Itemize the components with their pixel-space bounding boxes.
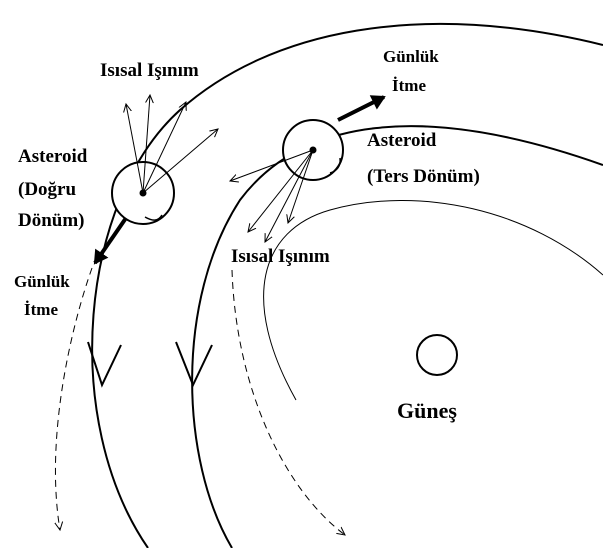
prograde-drift-path: [55, 268, 92, 530]
thermal-radiation-label-top: Isısal Işınım: [100, 60, 199, 81]
asteroid-prograde-label-2: (Doğru: [18, 179, 76, 200]
diurnal-thrust-left-label-1: Günlük: [14, 272, 70, 291]
asteroid-prograde-label-3: Dönüm): [18, 210, 85, 231]
outer-orbit: [92, 24, 603, 548]
diurnal-thrust-right-label-1: Günlük: [383, 47, 439, 66]
asteroid-prograde-label-1: Asteroid: [18, 146, 88, 167]
sun-label: Güneş: [397, 398, 457, 423]
inner-orbit: [192, 126, 603, 548]
thermal-radiation-label-bottom: Isısal Işınım: [231, 246, 330, 267]
diurnal-thrust-right-label-2: İtme: [392, 76, 426, 95]
diurnal-thrust-left-label-2: İtme: [24, 300, 58, 319]
retrograde-drift-path: [232, 270, 345, 535]
asteroid-retrograde-label-1: Asteroid: [367, 130, 437, 151]
diurnal-thrust-arrow-right: [338, 97, 384, 120]
asteroid-retrograde-label-2: (Ters Dönüm): [367, 166, 480, 187]
sun-circle: [417, 335, 457, 375]
